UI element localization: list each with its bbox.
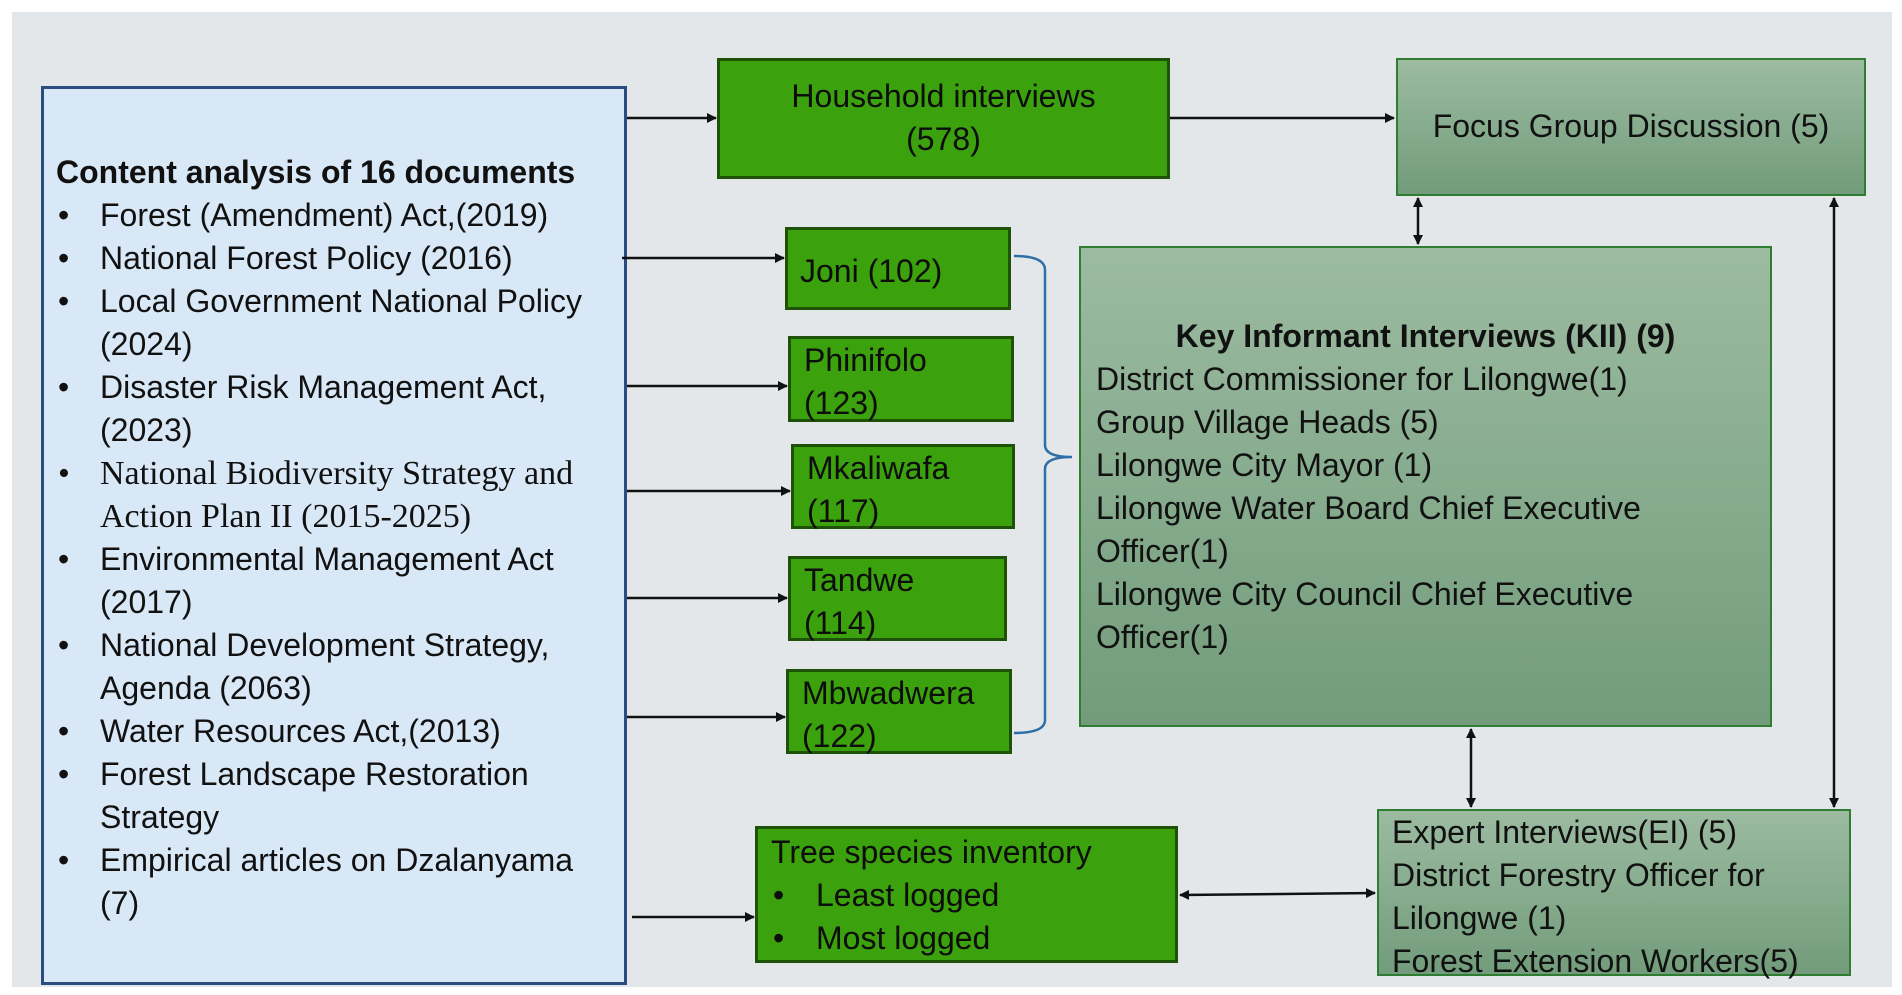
village-label: Mbwadwera — [802, 675, 975, 711]
list-item: Most logged — [771, 917, 1175, 960]
village-box-mbwadwera: Mbwadwera (122) — [786, 669, 1012, 754]
list-item: National Development Strategy, Agenda (2… — [56, 624, 614, 710]
household-count: (578) — [906, 121, 981, 157]
village-label: Phinifolo — [804, 342, 927, 378]
focus-group-label: Focus Group Discussion (5) — [1432, 108, 1830, 144]
village-box-phinifolo: Phinifolo (123) — [788, 336, 1014, 422]
expert-line: Expert Interviews(EI) (5) — [1392, 814, 1737, 850]
village-label: Joni (102) — [800, 253, 943, 289]
village-count: (114) — [804, 605, 877, 641]
list-item: Least logged — [771, 874, 1175, 917]
village-count: (117) — [807, 493, 880, 529]
kii-line: Group Village Heads (5) — [1096, 404, 1439, 440]
expert-line: District Forestry Officer for Lilongwe (… — [1392, 857, 1765, 936]
village-label: Mkaliwafa — [807, 450, 950, 486]
list-item: National Forest Policy (2016) — [56, 237, 614, 280]
household-label: Household interviews — [791, 78, 1096, 114]
list-item: Disaster Risk Management Act,(2023) — [56, 366, 614, 452]
list-item: Local Government National Policy (2024) — [56, 280, 614, 366]
kii-line: District Commissioner for Lilongwe(1) — [1096, 361, 1628, 397]
list-item: Water Resources Act,(2013) — [56, 710, 614, 753]
expert-line: Forest Extension Workers(5) — [1392, 943, 1799, 979]
content-analysis-title: Content analysis of 16 documents — [56, 154, 576, 190]
tree-inventory-list: Least logged Most logged — [771, 874, 1175, 960]
arrow-tree-expert — [1179, 888, 1376, 900]
kii-line: Lilongwe Water Board Chief Executive Off… — [1096, 490, 1641, 569]
document-list: Forest (Amendment) Act,(2019) National F… — [56, 194, 614, 925]
tree-inventory-box: Tree species inventory Least logged Most… — [755, 826, 1178, 963]
village-box-tandwe: Tandwe (114) — [788, 556, 1007, 641]
list-item: National Biodiversity Strategy and Actio… — [56, 452, 614, 538]
expert-interviews-box: Expert Interviews(EI) (5) District Fores… — [1377, 809, 1851, 979]
content-analysis-box: Content analysis of 16 documents Forest … — [41, 86, 627, 985]
kii-line: Lilongwe City Council Chief Executive Of… — [1096, 576, 1634, 655]
focus-group-box: Focus Group Discussion (5) — [1396, 58, 1866, 196]
village-box-mkaliwafa: Mkaliwafa (117) — [791, 444, 1015, 529]
list-item: Empirical articles on Dzalanyama (7) — [56, 839, 614, 925]
key-informant-box: Key Informant Interviews (KII) (9) Distr… — [1079, 246, 1772, 727]
list-item: Forest Landscape Restoration Strategy — [56, 753, 614, 839]
village-box-joni: Joni (102) — [785, 227, 1011, 310]
household-interviews-box: Household interviews (578) — [717, 58, 1170, 179]
village-brace — [1013, 254, 1073, 735]
key-informant-title: Key Informant Interviews (KII) (9) — [1175, 318, 1676, 354]
village-count: (122) — [802, 718, 877, 754]
kii-line: Lilongwe City Mayor (1) — [1096, 447, 1433, 483]
village-label: Tandwe — [804, 562, 915, 598]
list-item: Forest (Amendment) Act,(2019) — [56, 194, 614, 237]
list-item: Environmental Management Act (2017) — [56, 538, 614, 624]
tree-inventory-title: Tree species inventory — [771, 834, 1092, 870]
village-count: (123) — [804, 385, 879, 421]
